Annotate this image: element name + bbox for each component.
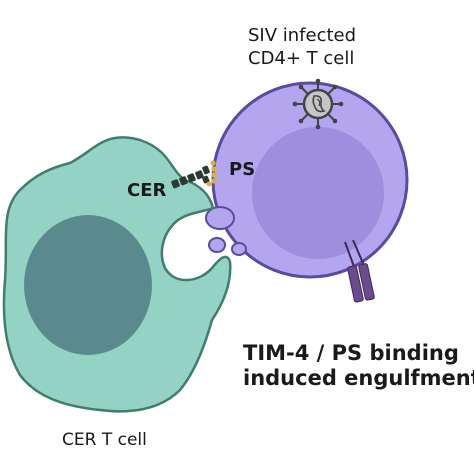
membrane-bleb [208,237,226,253]
cer-t-cell [2,136,232,413]
ps-lipid-icon [206,160,217,187]
tim4-receptor-icon [171,165,210,189]
infected-cell-nucleus [252,127,384,259]
cd4-receptor-icon [344,239,375,303]
engulfment-caption-line1: TIM-4 / PS binding [243,341,459,365]
membrane-bleb [205,206,235,230]
virus-particle-icon [292,78,344,130]
infected-cell-label-line1: SIV infected [248,25,356,46]
ps-label: PS [229,159,255,180]
engulfment-caption-line2: induced engulfment [243,366,474,390]
infected-cell-label-line2: CD4+ T cell [248,48,354,69]
cer-label: CER [127,180,167,201]
infected-cd4-t-cell [205,78,409,303]
cer-cell-nucleus [24,215,152,355]
membrane-bleb [231,242,247,256]
cer-cell-label: CER T cell [62,430,147,450]
